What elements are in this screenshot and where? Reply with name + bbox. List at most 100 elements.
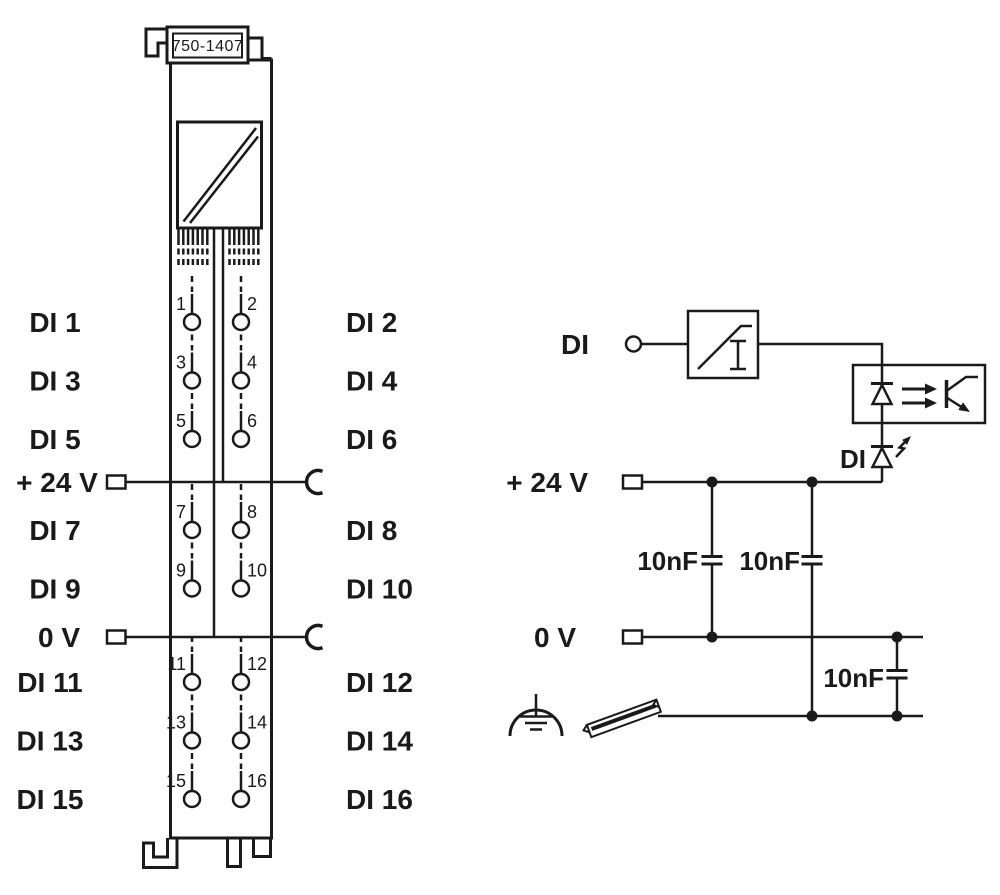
module-bottom-center-foot — [226, 838, 242, 868]
terminal-4 — [231, 371, 251, 390]
label-di-6: DI 6 — [346, 424, 397, 455]
status-led-label: DI — [840, 444, 866, 474]
terminal-row-2: 3 4 — [176, 334, 257, 390]
capacitor-3 — [886, 637, 908, 716]
label-di-1: DI 1 — [29, 307, 80, 338]
terminal-row-8: 15 16 — [166, 753, 267, 809]
terminal-3 — [182, 371, 202, 390]
terminal-1 — [182, 312, 202, 332]
optocoupler-box — [851, 363, 987, 425]
filter-ramp-symbol — [697, 324, 752, 370]
label-di-13: DI 13 — [17, 726, 84, 757]
junction-0v-cap1 — [706, 631, 718, 643]
opto-led-diode — [870, 382, 894, 406]
module-bottom-left-latch — [142, 838, 179, 869]
terminal-number-4: 4 — [247, 353, 257, 373]
terminal-number-8: 8 — [247, 502, 257, 522]
label-0v: 0 V — [38, 622, 80, 653]
terminal-2 — [231, 312, 251, 332]
label-di-8: DI 8 — [346, 515, 397, 546]
status-led-diode — [870, 445, 894, 469]
module-top-right-step — [248, 36, 272, 60]
label-di-10: DI 10 — [346, 574, 413, 605]
label-di-15: DI 15 — [17, 784, 84, 815]
din-rail-icon — [582, 698, 663, 739]
label-di-2: DI 2 — [346, 307, 397, 338]
label-di-5: DI 5 — [29, 424, 80, 455]
terminal-row-4: 7 8 — [176, 484, 257, 540]
power-row-24v — [105, 468, 324, 496]
terminal-8 — [231, 520, 251, 540]
terminal-number-3: 3 — [176, 353, 186, 373]
circuit-24v-label: + 24 V — [506, 467, 588, 498]
terminal-number-12: 12 — [247, 654, 267, 674]
junction-earth-cap2 — [806, 710, 818, 722]
capacitor-2-value: 10nF — [739, 546, 800, 576]
terminal-number-5: 5 — [176, 411, 186, 431]
terminal-7 — [182, 520, 202, 540]
terminal-row-6: 11 12 — [167, 636, 267, 692]
power-jumper-contact-0v — [304, 623, 324, 651]
label-di-14: DI 14 — [346, 726, 413, 757]
circuit-0v-terminal — [621, 629, 644, 645]
terminal-row-7: 13 14 — [166, 694, 267, 750]
capacitor-3-value: 10nF — [823, 663, 884, 693]
terminal-number-16: 16 — [247, 771, 267, 791]
power-row-0v — [105, 623, 324, 651]
label-di-11: DI 11 — [17, 667, 82, 698]
label-24v: + 24 V — [16, 467, 98, 498]
label-di-12: DI 12 — [346, 667, 413, 698]
terminal-number-10: 10 — [247, 561, 267, 581]
label-di-4: DI 4 — [346, 366, 398, 397]
terminal-number-1: 1 — [176, 294, 186, 314]
circuit-input-label: DI — [561, 329, 589, 360]
wire-filter-to-opto — [758, 342, 884, 365]
filter-current-symbol — [730, 339, 746, 371]
terminal-row-5: 9 10 — [176, 542, 267, 598]
terminal-13 — [182, 731, 202, 750]
phototransistor-symbol — [944, 375, 978, 412]
terminal-number-2: 2 — [247, 294, 257, 314]
terminal-10 — [231, 579, 251, 598]
terminal-row-3: 5 6 — [176, 393, 257, 449]
channel-labels: DI 1 DI 3 DI 5 + 24 V DI 7 DI 9 0 V DI 1… — [16, 307, 413, 815]
label-di-9: DI 9 — [29, 574, 80, 605]
electronics-diagonal-1 — [182, 127, 257, 223]
io-module: 750-1407 — [105, 25, 324, 869]
equivalent-circuit: DI DI — [506, 309, 987, 739]
circuit-24v-terminal — [621, 474, 644, 490]
terminal-number-14: 14 — [247, 713, 267, 733]
terminal-12 — [231, 672, 251, 692]
power-jumper-contact-24v — [304, 468, 324, 496]
terminal-5 — [182, 429, 202, 449]
label-di-16: DI 16 — [346, 784, 413, 815]
terminal-number-9: 9 — [176, 561, 186, 581]
junction-earth-cap3 — [891, 710, 903, 722]
electronics-diagonal-2 — [189, 135, 259, 224]
light-coupling-arrows — [902, 383, 937, 409]
terminal-number-6: 6 — [247, 411, 257, 431]
terminal-number-13: 13 — [166, 713, 186, 733]
terminal-box-24v — [105, 474, 127, 490]
label-di-7: DI 7 — [29, 515, 80, 546]
terminal-9 — [182, 579, 202, 598]
terminal-6 — [231, 429, 251, 449]
module-top-left-latch — [144, 27, 170, 58]
status-led-flash-icon — [895, 436, 911, 458]
terminal-box-0v — [105, 629, 127, 645]
terminal-15 — [182, 789, 202, 809]
terminal-number-15: 15 — [166, 771, 186, 791]
capacitor-2 — [801, 482, 823, 716]
terminal-row-1: 1 2 — [176, 276, 257, 332]
module-bottom-right-foot — [252, 838, 272, 858]
terminal-number-11: 11 — [167, 654, 186, 674]
label-di-3: DI 3 — [29, 366, 80, 397]
circuit-0v-label: 0 V — [534, 622, 576, 653]
capacitor-1-value: 10nF — [637, 546, 698, 576]
part-number-label: 750-1407 — [172, 38, 244, 55]
terminal-14 — [231, 731, 251, 750]
marking-label-frame — [172, 32, 243, 59]
capacitor-1 — [701, 482, 723, 637]
